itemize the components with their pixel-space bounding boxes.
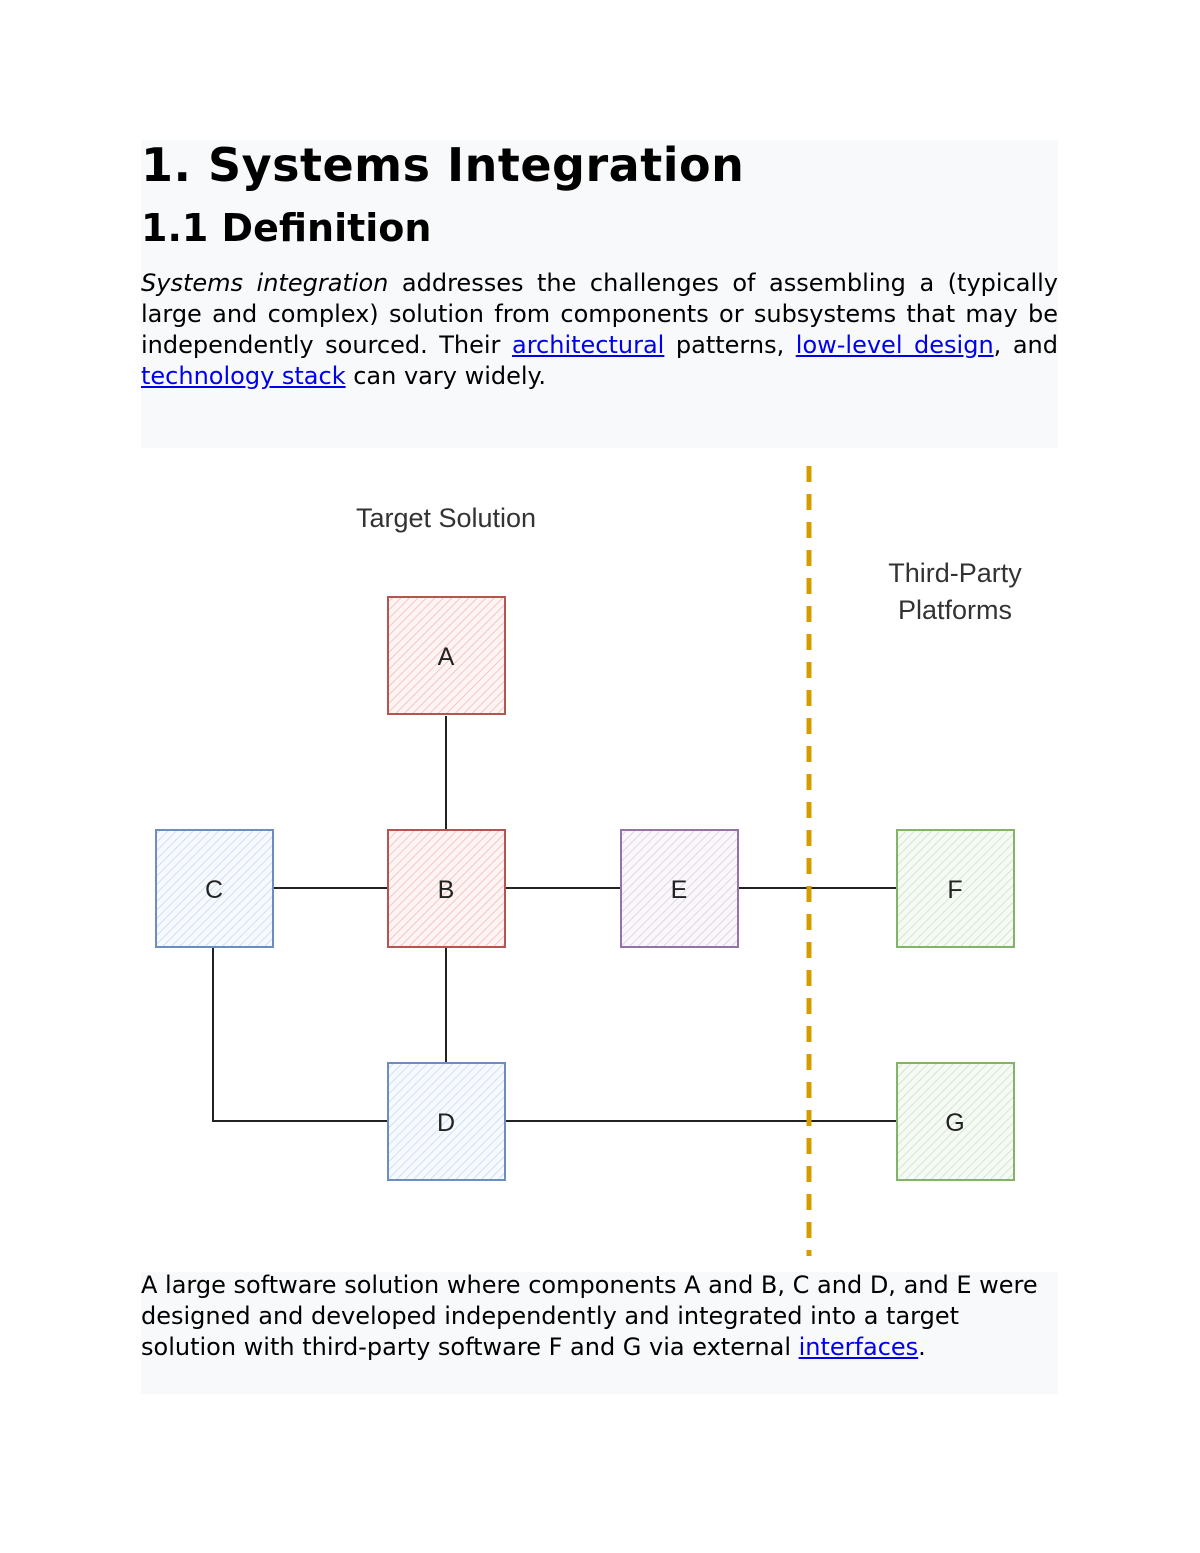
systems-integration-diagram: Target Solution Third-Party Platforms A …	[141, 450, 1058, 1270]
caption-paragraph: A large software solution where componen…	[141, 1270, 1058, 1363]
node-e: E	[620, 829, 739, 948]
connector-lines	[212, 716, 897, 1122]
third-party-label-line1: Third-Party	[888, 558, 1022, 588]
definition-paragraph: Systems integration addresses the challe…	[141, 268, 1058, 392]
node-g: G	[896, 1062, 1015, 1181]
node-c: C	[155, 829, 274, 948]
section-title: 1.1 Definition	[141, 206, 432, 250]
caption-text: A large software solution where componen…	[141, 1271, 1038, 1361]
node-c-label: C	[205, 876, 223, 904]
definition-text-1: addresses the challenges of assembling a…	[141, 269, 1059, 359]
node-b: B	[387, 829, 506, 948]
node-g-label: G	[945, 1109, 964, 1137]
low-level-design-link[interactable]: low-level design	[795, 331, 994, 359]
definition-text-4: can vary widely.	[345, 362, 546, 390]
node-f-label: F	[947, 876, 962, 904]
node-b-label: B	[438, 876, 455, 904]
node-a-label: A	[438, 643, 455, 671]
target-solution-label: Target Solution	[356, 503, 536, 533]
architectural-link[interactable]: architectural	[511, 331, 665, 359]
node-a: A	[387, 596, 506, 715]
technology-stack-link[interactable]: technology stack	[141, 362, 346, 390]
definition-text-3: , and	[993, 331, 1059, 359]
connector-c-d	[212, 946, 388, 1122]
definition-term: Systems integration	[141, 269, 389, 297]
node-d: D	[387, 1062, 506, 1181]
definition-text-2: patterns,	[664, 331, 796, 359]
interfaces-link[interactable]: interfaces	[798, 1333, 919, 1361]
page-title: 1. Systems Integration	[141, 138, 745, 192]
node-d-label: D	[437, 1109, 455, 1137]
node-f: F	[896, 829, 1015, 948]
node-e-label: E	[671, 876, 688, 904]
caption-end: .	[918, 1333, 926, 1361]
definition-section-background	[141, 140, 1058, 448]
caption-background	[141, 1272, 1058, 1394]
third-party-label-line2: Platforms	[898, 595, 1012, 625]
